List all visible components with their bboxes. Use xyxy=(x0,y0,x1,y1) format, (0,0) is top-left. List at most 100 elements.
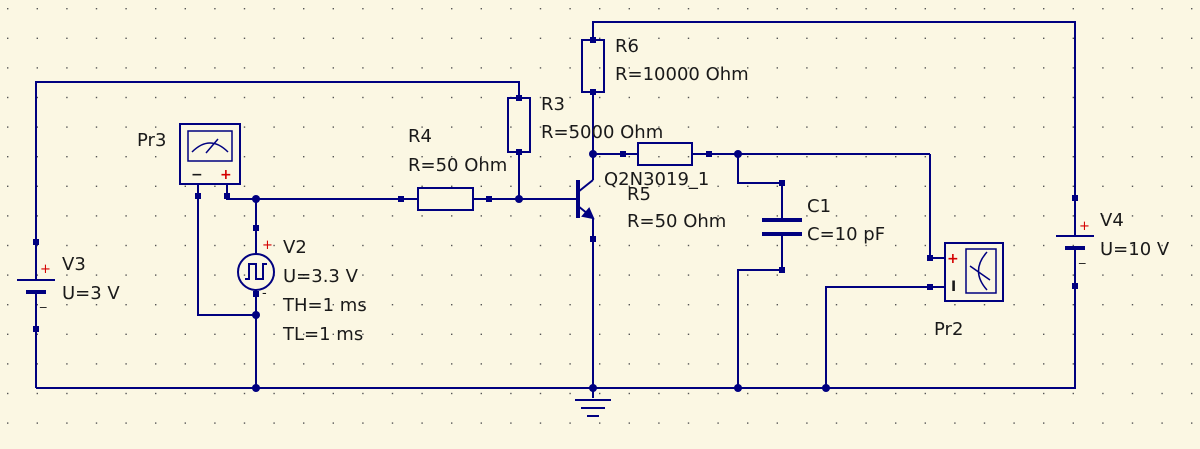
grid-dot xyxy=(273,185,275,187)
grid-dot xyxy=(628,244,630,247)
pulse-source-v2[interactable] xyxy=(237,253,275,291)
grid-dot xyxy=(7,126,9,128)
grid-dot xyxy=(924,363,926,365)
grid-dot xyxy=(451,185,453,187)
grid-dot xyxy=(628,392,630,395)
wire-r4-v2[interactable] xyxy=(255,198,418,254)
grid-dot xyxy=(1131,126,1134,128)
resistor-r5[interactable] xyxy=(637,142,693,166)
grid-dot xyxy=(1102,244,1104,247)
grid-dot xyxy=(747,67,749,69)
grid-dot xyxy=(451,67,453,69)
battery-v4[interactable] xyxy=(1056,198,1094,288)
grid-dot xyxy=(954,422,956,424)
grid-dot xyxy=(628,126,630,128)
grid-dot xyxy=(214,363,216,365)
grid-dot xyxy=(1102,126,1104,128)
transistor-q1[interactable] xyxy=(576,179,595,220)
grid-dot xyxy=(687,126,690,128)
capacitor-c1[interactable] xyxy=(762,218,802,236)
grid-dot xyxy=(480,333,482,335)
grid-dot xyxy=(924,304,926,306)
resistor-r4[interactable] xyxy=(417,187,474,211)
grid-dot xyxy=(1102,274,1104,276)
resistor-r6[interactable] xyxy=(581,39,605,93)
grid-dot xyxy=(747,37,749,39)
battery-v3[interactable] xyxy=(17,242,55,332)
wire-ground-rail[interactable] xyxy=(36,288,1076,389)
grid-dot xyxy=(421,422,423,424)
grid-dot xyxy=(155,37,157,39)
grid-dot xyxy=(539,67,542,69)
grid-dot xyxy=(599,215,601,217)
grid-dot xyxy=(510,215,512,217)
ground-symbol[interactable] xyxy=(575,399,611,417)
grid-dot xyxy=(569,244,571,247)
grid-dot xyxy=(1072,156,1074,158)
grid-dot xyxy=(569,8,571,10)
grid-dot xyxy=(747,8,749,10)
grid-dot xyxy=(806,244,808,247)
grid-dot xyxy=(835,126,838,128)
grid-dot xyxy=(835,274,838,276)
grid-dot xyxy=(362,126,364,128)
grid-dot xyxy=(1131,215,1134,217)
grid-dot xyxy=(539,185,542,187)
grid-dot xyxy=(125,274,127,276)
grid-dot xyxy=(66,215,68,217)
grid-dot xyxy=(480,215,482,217)
grid-dot xyxy=(1072,96,1074,99)
grid-dot xyxy=(184,37,186,39)
grid-dot xyxy=(687,156,690,158)
wire-c1-bottom[interactable] xyxy=(737,236,783,388)
grid-dot xyxy=(658,8,660,10)
grid-dot xyxy=(1072,304,1074,306)
grid-dot xyxy=(391,215,394,217)
wire-v4-top[interactable] xyxy=(592,21,1076,198)
wire-r5-probe[interactable] xyxy=(929,154,945,259)
grid-dot xyxy=(895,37,897,39)
grid-dot xyxy=(895,126,897,128)
r6-value: R=10000 Ohm xyxy=(615,64,749,85)
junction xyxy=(252,195,260,203)
grid-dot xyxy=(273,422,275,424)
grid-dot xyxy=(1043,126,1045,128)
grid-dot xyxy=(362,422,364,424)
grid-dot xyxy=(835,67,838,69)
grid-dot xyxy=(303,304,305,306)
grid-dot xyxy=(36,67,38,69)
grid-dot xyxy=(687,215,690,217)
grid xyxy=(7,8,1193,424)
wire-pr3-plus[interactable] xyxy=(226,184,256,200)
wire-pr2-minus[interactable] xyxy=(825,286,945,388)
grid-dot xyxy=(243,37,246,39)
grid-dot xyxy=(243,215,246,217)
probe-pr2[interactable] xyxy=(944,242,1004,302)
v4-minus-sign: _ xyxy=(1078,250,1086,265)
grid-dot xyxy=(155,244,157,247)
grid-dot xyxy=(569,215,571,217)
wire-pr3-minus[interactable] xyxy=(197,184,256,316)
grid-dot xyxy=(1013,363,1015,365)
r5-value: R=50 Ohm xyxy=(627,211,726,232)
grid-dot xyxy=(865,185,867,187)
grid-dot xyxy=(155,422,157,424)
grid-dot xyxy=(362,244,364,247)
grid-dot xyxy=(36,37,38,39)
resistor-r3[interactable] xyxy=(507,97,531,153)
grid-dot xyxy=(865,422,867,424)
grid-dot xyxy=(7,333,9,335)
wire-v3-top[interactable] xyxy=(35,81,520,242)
grid-dot xyxy=(510,67,512,69)
grid-dot xyxy=(391,422,394,424)
grid-dot xyxy=(924,215,926,217)
pr3-plus-sign: + xyxy=(220,167,232,183)
grid-dot xyxy=(1043,8,1045,10)
probe-pr3[interactable] xyxy=(179,123,241,185)
grid-dot xyxy=(510,422,512,424)
wire-c1-top[interactable] xyxy=(737,154,783,218)
r4-value: R=50 Ohm xyxy=(408,155,507,176)
grid-dot xyxy=(332,363,334,365)
grid-dot xyxy=(983,126,986,128)
